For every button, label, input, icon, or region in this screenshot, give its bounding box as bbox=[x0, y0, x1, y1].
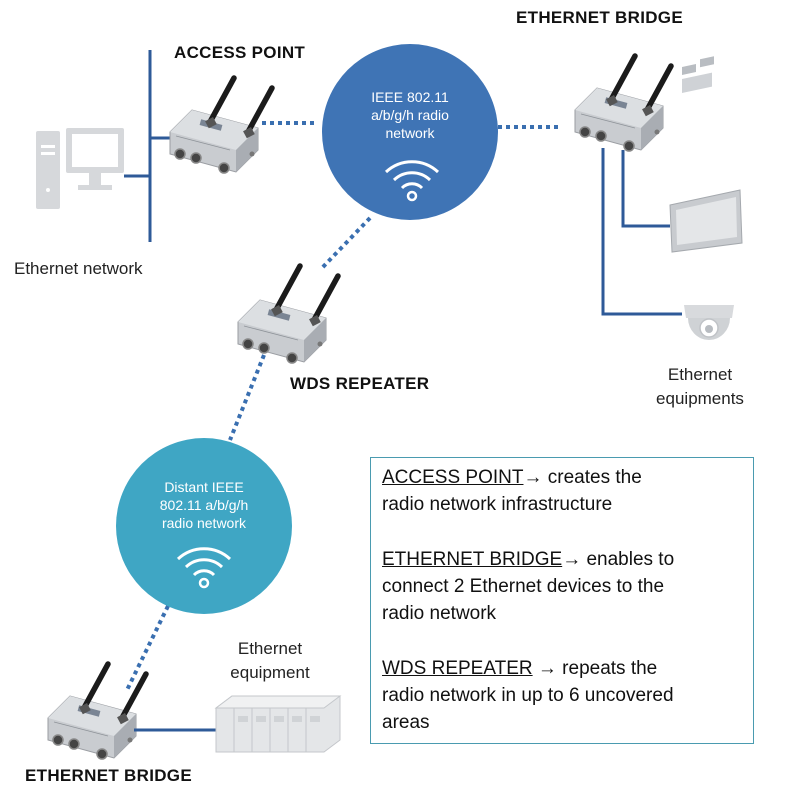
legend-item-access-point: ACCESS POINT→ creates the radio network … bbox=[382, 467, 642, 515]
distant-radio-network-text: Distant IEEE 802.11 a/b/g/h radio networ… bbox=[159, 479, 249, 531]
ethernet-equipment-label: Ethernet equipment bbox=[230, 639, 310, 682]
access-point-label: ACCESS POINT bbox=[174, 43, 306, 62]
computer-icon bbox=[36, 128, 124, 209]
dome-camera-icon bbox=[684, 305, 734, 340]
plc-rack-icon bbox=[214, 695, 342, 753]
wds-repeater-label: WDS REPEATER bbox=[290, 374, 430, 393]
ethernet-bridge-top-label: ETHERNET BRIDGE bbox=[516, 8, 683, 27]
legend-item-ethernet-bridge: ETHERNET BRIDGE→ enables to connect 2 Et… bbox=[382, 549, 675, 624]
access-point-device bbox=[169, 78, 272, 174]
radio-links bbox=[125, 121, 562, 691]
radio-network-text: IEEE 802.11 a/b/g/h radio network bbox=[371, 89, 449, 141]
bridge-top-wires bbox=[601, 148, 682, 316]
ethernet-bridge-top-device bbox=[574, 56, 671, 152]
legend-box: ACCESS POINT→ creates the radio network … bbox=[370, 457, 754, 744]
ethernet-network-label: Ethernet network bbox=[14, 259, 143, 278]
distant-radio-network-circle bbox=[116, 438, 292, 614]
radio-network-circle bbox=[322, 44, 498, 220]
ethernet-equipments-label: Ethernet equipments bbox=[656, 365, 744, 408]
legend-item-wds-repeater: WDS REPEATER → repeats the radio network… bbox=[382, 658, 674, 733]
touch-panel-icon bbox=[669, 56, 743, 253]
wds-repeater-device bbox=[237, 266, 338, 364]
ethernet-bridge-bottom-label: ETHERNET BRIDGE bbox=[25, 766, 192, 785]
